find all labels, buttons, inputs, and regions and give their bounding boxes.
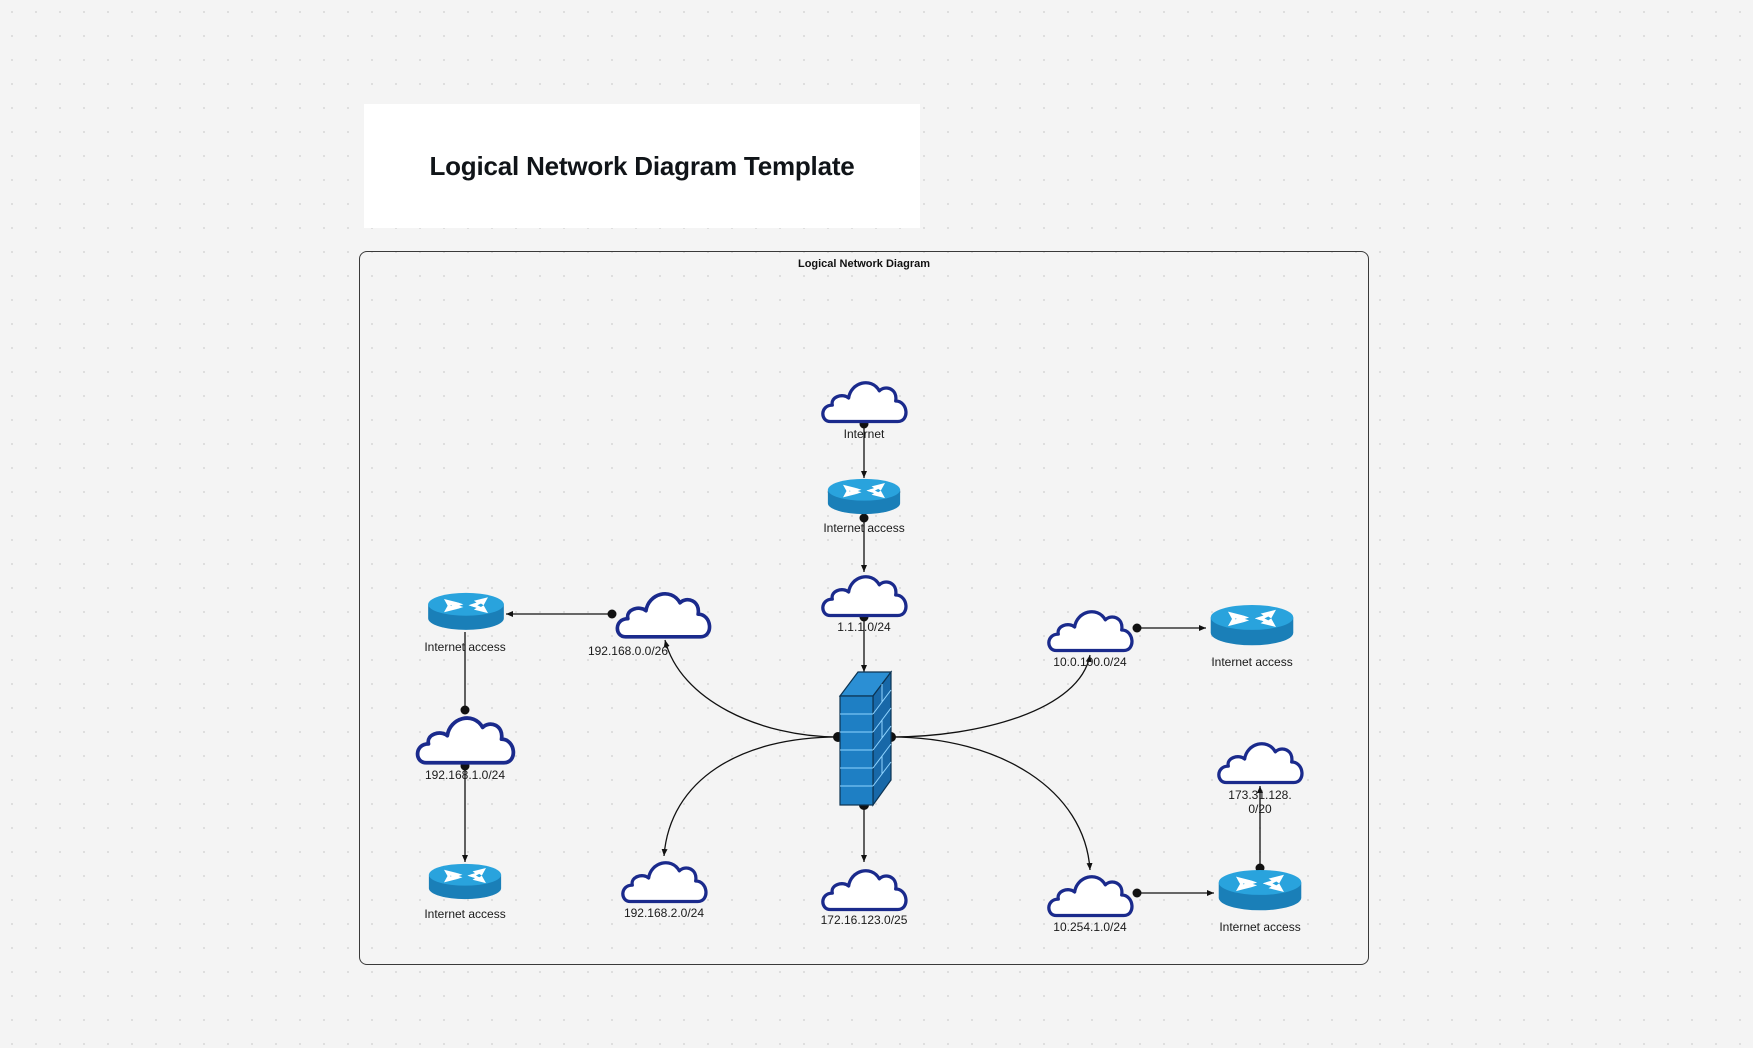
node-label: 1.1.1.0/24 xyxy=(837,620,891,634)
node-label: Internet xyxy=(844,427,885,441)
node-label: 172.16.123.0/25 xyxy=(821,913,908,927)
node-net-10-254-1[interactable]: 10.254.1.0/24 xyxy=(1047,875,1134,934)
cloud-icon xyxy=(821,381,908,424)
edge-firewall-net102541[interactable] xyxy=(890,736,1093,871)
node-net-10-0-100[interactable]: 10.0.100.0/24 xyxy=(1047,610,1134,669)
cloud-icon xyxy=(615,591,712,639)
node-label: Internet access xyxy=(823,521,904,535)
cloud-icon xyxy=(415,716,516,765)
node-net-192-168-0[interactable]: 192.168.0.0/26 xyxy=(588,591,712,658)
page-title: Logical Network Diagram Template xyxy=(429,150,855,181)
node-label: Internet access xyxy=(1211,655,1292,669)
cloud-icon xyxy=(1047,610,1134,653)
node-label: 192.168.2.0/24 xyxy=(624,906,704,920)
node-router-top[interactable]: Internet access xyxy=(823,478,905,535)
node-label: Internet access xyxy=(424,907,505,921)
node-label: 192.168.0.0/26 xyxy=(588,644,668,658)
edge-firewall-net1921680[interactable] xyxy=(663,639,839,738)
node-label: Internet access xyxy=(1219,920,1300,934)
node-router-left-bottom[interactable]: Internet access xyxy=(424,863,506,921)
node-net-173-31-128[interactable]: 173.31.128. 0/20 xyxy=(1217,742,1304,816)
firewall-icon xyxy=(838,670,893,807)
node-label: 192.168.1.0/24 xyxy=(425,768,505,782)
node-router-right-bottom[interactable]: Internet access xyxy=(1218,869,1302,934)
edge-firewall-net100100[interactable] xyxy=(890,654,1092,738)
cloud-icon xyxy=(1047,875,1134,918)
edge-firewall-net1921682[interactable] xyxy=(661,736,839,857)
router-icon xyxy=(1218,869,1302,911)
router-icon xyxy=(428,863,502,900)
title-card[interactable]: Logical Network Diagram Template xyxy=(364,104,920,228)
frame-title: Logical Network Diagram xyxy=(797,258,931,270)
node-label-line2: 0/20 xyxy=(1248,802,1272,816)
node-label: 10.254.1.0/24 xyxy=(1053,920,1127,934)
node-net-172-16-123[interactable]: 172.16.123.0/25 xyxy=(821,869,908,927)
cloud-icon xyxy=(821,575,908,618)
node-label: Internet access xyxy=(424,640,505,654)
router-icon xyxy=(1210,604,1294,646)
node-router-left-top[interactable]: Internet access xyxy=(424,592,506,654)
node-label-line1: 173.31.128. xyxy=(1228,788,1291,802)
node-net-192-168-1[interactable]: 192.168.1.0/24 xyxy=(415,716,516,782)
router-icon xyxy=(428,592,504,630)
node-internet[interactable]: Internet xyxy=(821,381,908,441)
router-icon xyxy=(827,478,901,515)
cloud-icon xyxy=(1217,742,1304,785)
cloud-icon xyxy=(821,869,908,912)
cloud-icon xyxy=(621,861,708,904)
node-router-right-top[interactable]: Internet access xyxy=(1210,604,1294,669)
node-net-192-168-2[interactable]: 192.168.2.0/24 xyxy=(621,861,708,920)
node-net-1-1-1[interactable]: 1.1.1.0/24 xyxy=(821,575,908,634)
diagram-frame[interactable]: Logical Network Diagram xyxy=(359,251,1369,965)
node-label: 10.0.100.0/24 xyxy=(1053,655,1127,669)
node-firewall[interactable] xyxy=(838,670,893,807)
